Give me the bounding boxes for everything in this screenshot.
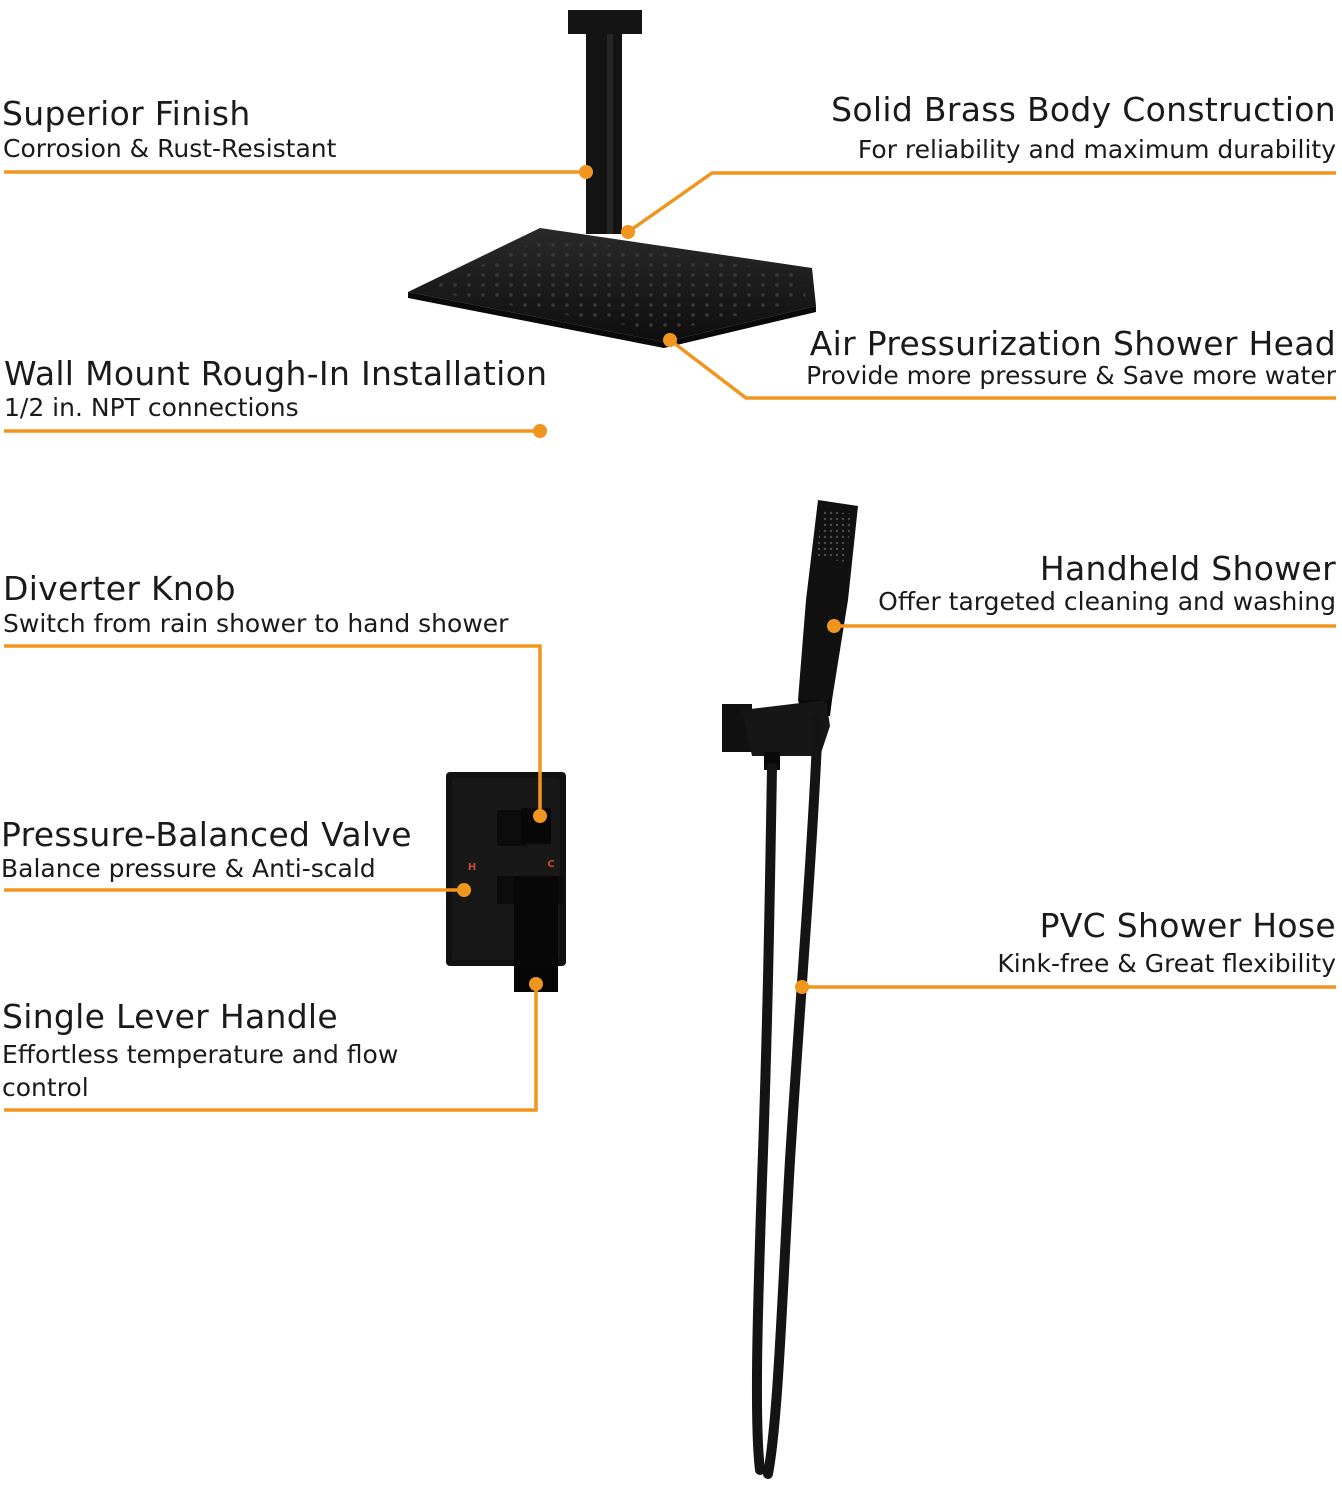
dot-diverter-knob <box>533 809 547 823</box>
single-lever-subtitle: Effortless temperature and flow control <box>2 1040 399 1102</box>
callout-dots <box>457 165 841 994</box>
pvc-hose-subtitle: Kink-free & Great flexibility <box>997 949 1336 978</box>
superior-finish-title: Superior Finish <box>2 94 251 133</box>
valve-trim-plate <box>446 772 566 992</box>
dot-pvc-hose <box>795 980 809 994</box>
air-pressurization-subtitle: Provide more pressure & Save more water <box>806 361 1336 390</box>
diverter-knob-title: Diverter Knob <box>3 569 236 608</box>
wall-mount-subtitle: 1/2 in. NPT connections <box>4 393 299 422</box>
ceiling-arm <box>568 10 642 234</box>
pressure-valve-subtitle: Balance pressure & Anti-scald <box>1 854 376 883</box>
wall-mount-title: Wall Mount Rough-In Installation <box>4 354 548 393</box>
dot-pressure-valve <box>457 883 471 897</box>
diverter-knob-subtitle: Switch from rain shower to hand shower <box>3 609 509 638</box>
handheld-shower <box>798 500 858 716</box>
callout-leaders <box>4 170 1336 1112</box>
dot-solid-brass <box>621 225 635 239</box>
pvc-hose-title: PVC Shower Hose <box>1039 906 1336 945</box>
solid-brass-title: Solid Brass Body Construction <box>831 90 1336 129</box>
air-pressurization-title: Air Pressurization Shower Head <box>809 324 1336 363</box>
shower-hose <box>751 715 823 1479</box>
handheld-shower-title: Handheld Shower <box>1039 549 1336 588</box>
handheld-shower-subtitle: Offer targeted cleaning and washing <box>878 587 1336 616</box>
solid-brass-subtitle: For reliability and maximum durability <box>857 135 1336 164</box>
single-lever-title: Single Lever Handle <box>2 997 339 1036</box>
cold-mark: C <box>547 859 554 870</box>
superior-finish-subtitle: Corrosion & Rust-Resistant <box>3 134 337 163</box>
dot-handheld-shower <box>827 619 841 633</box>
pressure-valve-title: Pressure-Balanced Valve <box>1 815 412 854</box>
rain-shower-head <box>408 228 816 348</box>
hot-mark: H <box>468 862 476 873</box>
dot-wall-mount <box>533 424 547 438</box>
dot-superior-finish <box>579 165 593 179</box>
wall-bracket <box>722 700 830 770</box>
dot-single-lever <box>529 977 543 991</box>
dot-air-pressurization <box>663 333 677 347</box>
